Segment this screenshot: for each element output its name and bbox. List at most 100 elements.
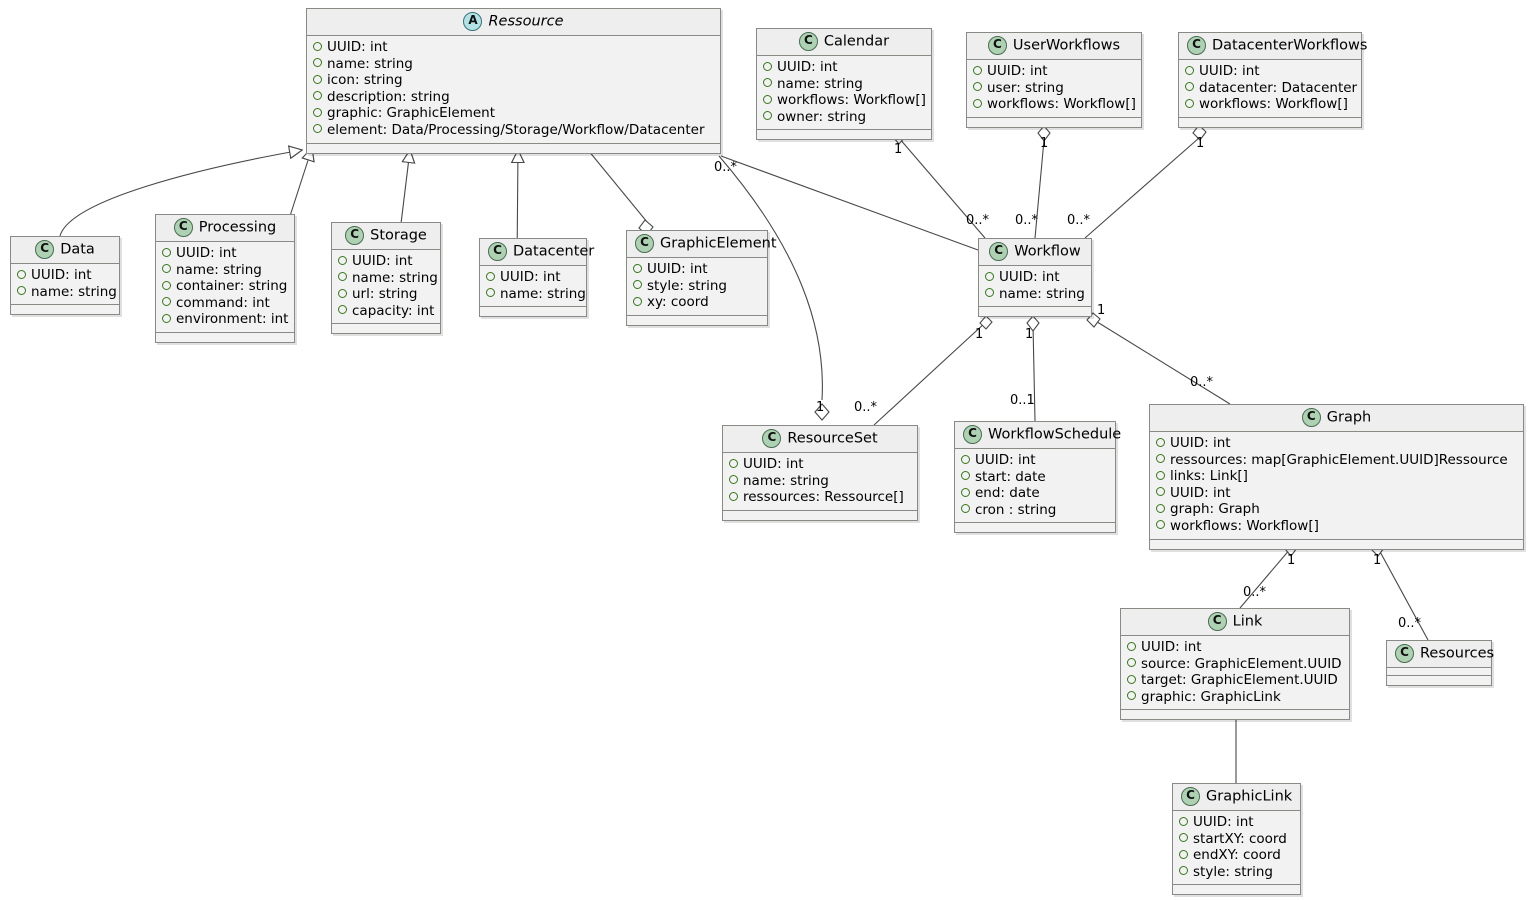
visibility-public-icon <box>1185 98 1194 108</box>
visibility-public-icon <box>162 280 171 290</box>
class-ressource-title: Ressource <box>488 13 564 30</box>
attribute-row: graph: Graph <box>1156 501 1516 518</box>
class-userworkflows-attributes: UUID: int user: string workflows: Workfl… <box>967 60 1141 118</box>
attribute-row: cron : string <box>961 502 1108 519</box>
visibility-public-icon <box>1179 816 1188 826</box>
multiplicity-label: 1 <box>894 142 903 157</box>
multiplicity-label: 0..* <box>966 213 990 228</box>
visibility-public-icon <box>338 255 347 265</box>
attribute-text: start: date <box>975 468 1046 485</box>
class-graph-methods <box>1150 539 1523 549</box>
multiplicity-label: 0..1 <box>1010 393 1035 408</box>
class-ressource-methods <box>307 143 720 153</box>
attribute-row: style: string <box>633 278 760 295</box>
attribute-text: UUID: int <box>1170 484 1231 501</box>
attribute-row: UUID: int <box>1185 63 1354 80</box>
attribute-text: style: string <box>1193 863 1273 880</box>
visibility-public-icon <box>1156 470 1165 480</box>
attribute-text: UUID: int <box>987 63 1048 79</box>
attribute-text: xy: coord <box>647 294 709 311</box>
visibility-public-icon <box>973 82 982 92</box>
visibility-public-icon <box>633 263 642 273</box>
attribute-row: name: string <box>763 76 924 93</box>
attribute-row: element: Data/Processing/Storage/Workflo… <box>313 122 713 139</box>
class-storage-attributes: UUID: int name: string url: string capac… <box>332 250 440 325</box>
class-resourceset-attributes: UUID: int name: string ressources: Resso… <box>723 453 917 511</box>
attribute-text: UUID: int <box>352 253 413 269</box>
multiplicity-label: 0..* <box>1067 213 1091 228</box>
multiplicity-label: 1 <box>1196 136 1205 151</box>
class-userworkflows-title: UserWorkflows <box>1012 37 1121 54</box>
visibility-public-icon <box>338 305 347 315</box>
attribute-text: graph: Graph <box>1170 501 1260 518</box>
visibility-public-icon <box>1127 674 1136 684</box>
visibility-public-icon <box>313 58 322 68</box>
attribute-text: UUID: int <box>1170 435 1231 451</box>
multiplicity-label: 0..* <box>1243 585 1267 600</box>
attribute-row: start: date <box>961 469 1108 486</box>
assoc-workflow-graph <box>1093 319 1231 405</box>
attribute-text: ressources: Ressource[] <box>743 489 904 506</box>
class-userworkflows-methods <box>967 117 1141 127</box>
visibility-public-icon <box>486 271 495 281</box>
class-datacenter-attributes: UUID: int name: string <box>480 266 586 308</box>
visibility-public-icon <box>1185 65 1194 75</box>
attribute-text: url: string <box>352 286 418 303</box>
attribute-row: command: int <box>162 295 287 312</box>
multiplicity-label: 1 <box>1097 303 1106 318</box>
attribute-row: workflows: Workflow[] <box>763 92 926 109</box>
visibility-public-icon <box>763 78 772 88</box>
attribute-text: UUID: int <box>1193 814 1254 830</box>
attribute-row: name: string <box>729 473 910 490</box>
attribute-text: UUID: int <box>1199 63 1260 79</box>
class-resources-methods <box>1387 676 1491 685</box>
attribute-text: name: string <box>743 472 829 489</box>
class-resources-attributes <box>1387 668 1491 676</box>
class-ressource-attributes: UUID: int name: string icon: string desc… <box>307 36 720 144</box>
attribute-text: workflows: Workflow[] <box>1170 517 1319 534</box>
attribute-row: UUID: int <box>17 267 112 284</box>
attribute-row: owner: string <box>763 109 924 126</box>
visibility-public-icon <box>162 297 171 307</box>
attribute-text: target: GraphicElement.UUID <box>1141 672 1338 689</box>
multiplicity-label: 1 <box>1025 327 1034 342</box>
visibility-public-icon <box>162 313 171 323</box>
class-badge-icon: C <box>1301 408 1321 427</box>
multiplicity-label: 1 <box>975 327 984 342</box>
class-badge-icon: C <box>488 242 507 261</box>
visibility-public-icon <box>1156 437 1165 447</box>
class-badge-icon: C <box>963 425 982 444</box>
class-data-methods <box>11 305 119 315</box>
multiplicity-label: 0..* <box>1190 375 1214 390</box>
visibility-public-icon <box>633 296 642 306</box>
class-graphicelement-title: GraphicElement <box>660 235 777 252</box>
visibility-public-icon <box>633 280 642 290</box>
class-storage-methods <box>332 324 440 334</box>
attribute-text: UUID: int <box>327 39 388 55</box>
attribute-text: name: string <box>352 269 438 286</box>
visibility-public-icon <box>1156 487 1165 497</box>
class-badge-icon: C <box>635 234 654 253</box>
attribute-row: UUID: int <box>973 63 1134 80</box>
attribute-row: UUID: int <box>633 261 760 278</box>
attribute-row: target: GraphicElement.UUID <box>1127 672 1342 689</box>
attribute-text: datacenter: Datacenter <box>1199 79 1358 96</box>
